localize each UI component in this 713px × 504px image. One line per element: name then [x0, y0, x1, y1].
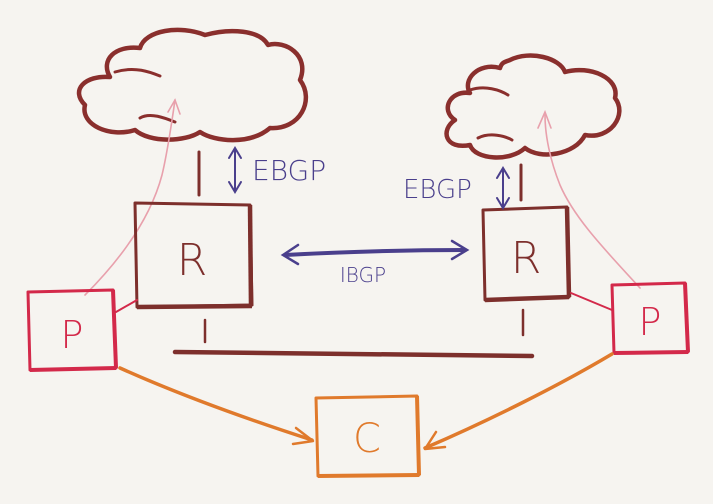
cloud-left	[76, 27, 309, 143]
proxy-left-router-link	[115, 299, 138, 313]
client-label: C	[353, 416, 381, 462]
ebgp-right-arrow	[496, 166, 510, 210]
router-left-label: R	[177, 235, 208, 286]
router-left: R	[133, 201, 254, 310]
router-right-label: R	[511, 233, 542, 284]
ebgp-left-arrow	[228, 146, 242, 194]
proxy-left-label: P	[61, 313, 84, 357]
proxy-left-to-client-arrow	[118, 366, 314, 442]
proxy-right: P	[610, 281, 690, 355]
proxy-left-to-cloud-line	[84, 99, 176, 296]
proxy-right-to-client-arrow	[423, 352, 614, 450]
client-box: C	[314, 394, 421, 478]
ebgp-left-label: EBGP	[252, 154, 326, 187]
router-right: R	[481, 205, 572, 303]
proxy-left: P	[26, 288, 118, 372]
cloud-right	[444, 53, 622, 160]
ibgp-label: IBGP	[340, 263, 386, 287]
lan-bus-line	[172, 349, 535, 359]
proxy-right-to-cloud-line	[544, 114, 641, 289]
proxy-right-router-link	[570, 292, 613, 311]
proxy-right-label: P	[639, 300, 662, 344]
ibgp-arrow	[280, 239, 470, 266]
ebgp-right-label: EBGP	[403, 175, 472, 205]
